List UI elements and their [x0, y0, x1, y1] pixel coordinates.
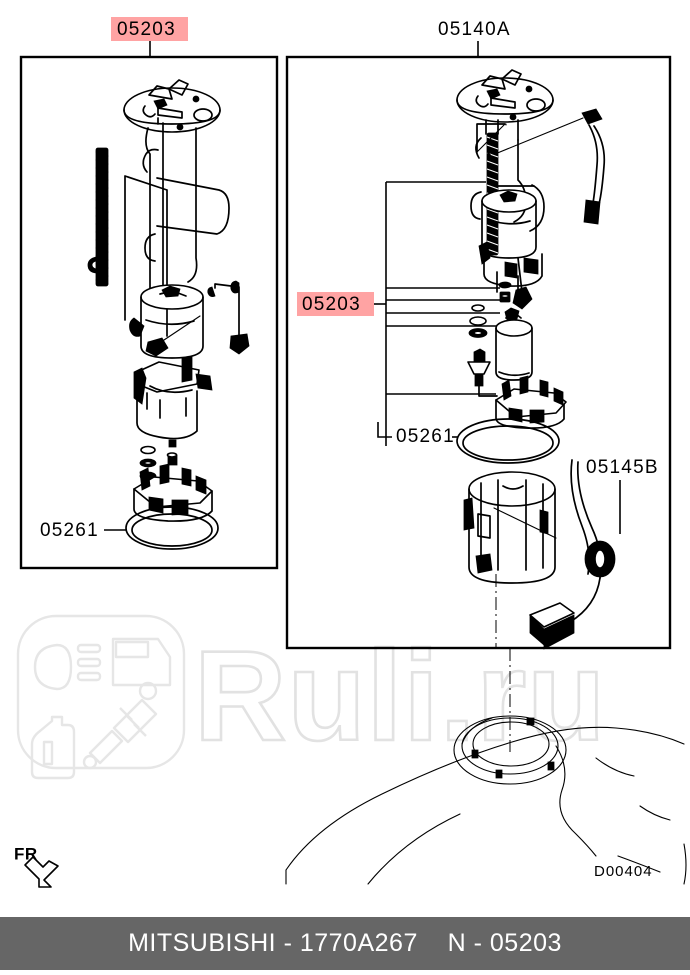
footer-part-text: MITSUBISHI - 1770A267 N - 05203: [128, 929, 562, 957]
right-oring-outer: [456, 418, 560, 464]
right-pump-module: [470, 119, 545, 310]
door-icon: [111, 637, 172, 687]
right-oring-group: 05261: [377, 418, 560, 464]
headlight-icon: [33, 643, 73, 691]
right-pump-flange: [456, 69, 554, 123]
shock-absorber-icon: [82, 681, 158, 770]
left-spring-clip: [87, 256, 97, 274]
left-fuel-line: [207, 280, 250, 355]
label-05203-top: 05203: [111, 17, 188, 57]
right-wiring-harness: [487, 108, 606, 225]
left-pump-motor: [129, 284, 204, 359]
label-05203-mid-highlight: [297, 292, 374, 316]
left-oring-group: 05261: [40, 506, 219, 550]
left-spring: [87, 147, 109, 287]
right-check-valve: [467, 348, 498, 397]
label-05140A-top: 05140A: [438, 19, 511, 57]
label-05203-mid-text: 05203: [302, 294, 361, 315]
drawing-code-text: D00404: [594, 863, 653, 880]
fr-orientation-marker: FR: [14, 844, 59, 888]
left-panel-border: [19, 55, 279, 570]
right-oring-inner: [462, 425, 554, 461]
left-retainer-cap: [133, 463, 213, 522]
watermark-logo: [16, 614, 186, 780]
right-filter-canister: [463, 471, 556, 584]
label-05203-top-highlight: [111, 17, 188, 41]
fr-arrow-icon: [24, 856, 59, 888]
footer-bar: MITSUBISHI - 1770A267 N - 05203: [0, 917, 690, 970]
left-oring-inner: [131, 513, 213, 547]
right-sender-unit: 05145B: [493, 457, 659, 650]
headlight-beam-1-icon: [76, 643, 102, 654]
fuel-tank: [285, 648, 687, 885]
watermark-layer: Ruli.ru: [16, 614, 607, 780]
oil-bottle-icon: [30, 715, 76, 780]
watermark-logo-frame: [16, 614, 186, 770]
label-05140A-top-text: 05140A: [438, 19, 511, 40]
label-05261-right-text: 05261: [396, 426, 455, 447]
label-05261-right-leader-left: [377, 422, 392, 438]
label-05203-mid: 05203: [297, 181, 500, 446]
right-retainer-cap: [495, 375, 567, 429]
headlight-beam-2-icon: [76, 657, 102, 668]
label-05261-left-text: 05261: [40, 520, 99, 541]
right-detached-motor: [495, 307, 533, 381]
headlight-beam-3-icon: [76, 671, 102, 682]
left-oring-outer: [125, 506, 219, 550]
left-pump-body: [124, 117, 230, 337]
label-05203-top-text: 05203: [117, 19, 176, 40]
left-pump-flange: [123, 79, 221, 133]
left-bracket-housing: [133, 355, 213, 440]
right-exploded-parts: [468, 281, 512, 338]
label-05145B-text: 05145B: [586, 457, 659, 478]
